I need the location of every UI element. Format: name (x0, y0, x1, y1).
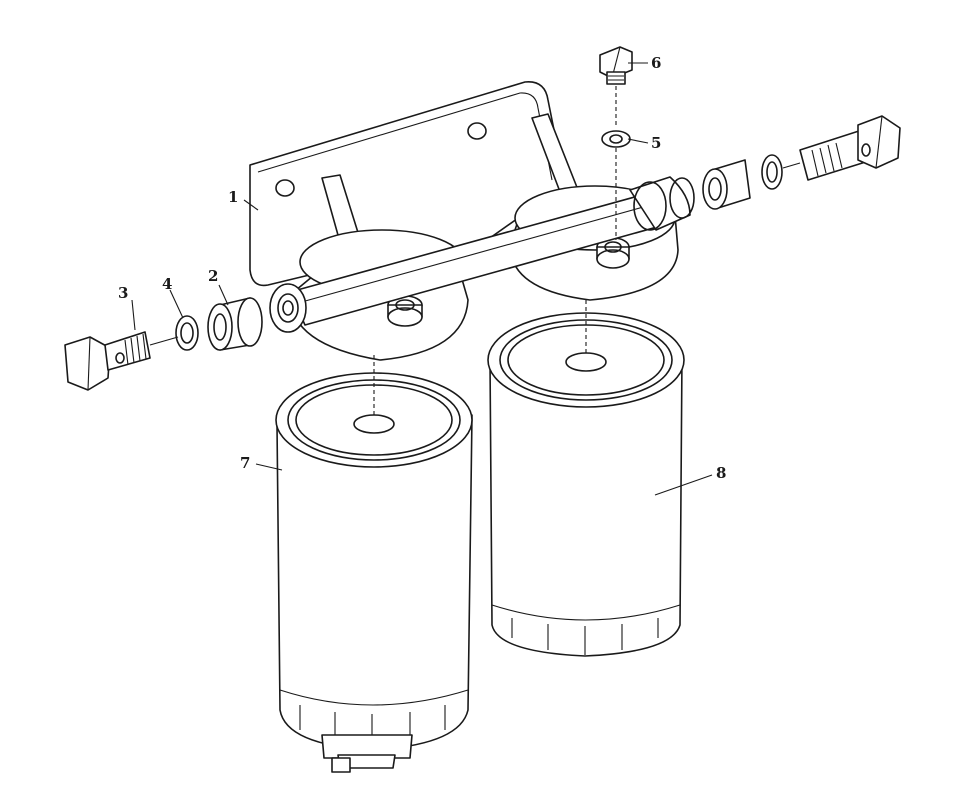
sleeve-right (702, 159, 751, 210)
callout-1: 1 (228, 188, 238, 206)
banjo-bolt-right (782, 115, 901, 181)
callout-7: 7 (240, 454, 250, 472)
washer-left (175, 315, 199, 351)
head-boss-right (596, 237, 630, 269)
callout-4: 4 (162, 275, 172, 293)
callout-6: 6 (651, 54, 661, 72)
filter-cartridge-right (487, 300, 685, 657)
sleeve-left (207, 297, 263, 351)
plug-screw (599, 46, 633, 128)
washer-top (601, 130, 631, 240)
callout-3: 3 (118, 284, 128, 302)
leader-lines (131, 62, 713, 496)
filter-cartridge-left (275, 355, 473, 773)
callout-8: 8 (716, 464, 726, 482)
callout-5: 5 (651, 134, 661, 152)
banjo-bolt-left (64, 331, 179, 391)
mounting-bracket (249, 81, 695, 361)
head-boss-left (387, 295, 423, 327)
washer-right (761, 154, 783, 190)
callout-2: 2 (208, 267, 218, 285)
